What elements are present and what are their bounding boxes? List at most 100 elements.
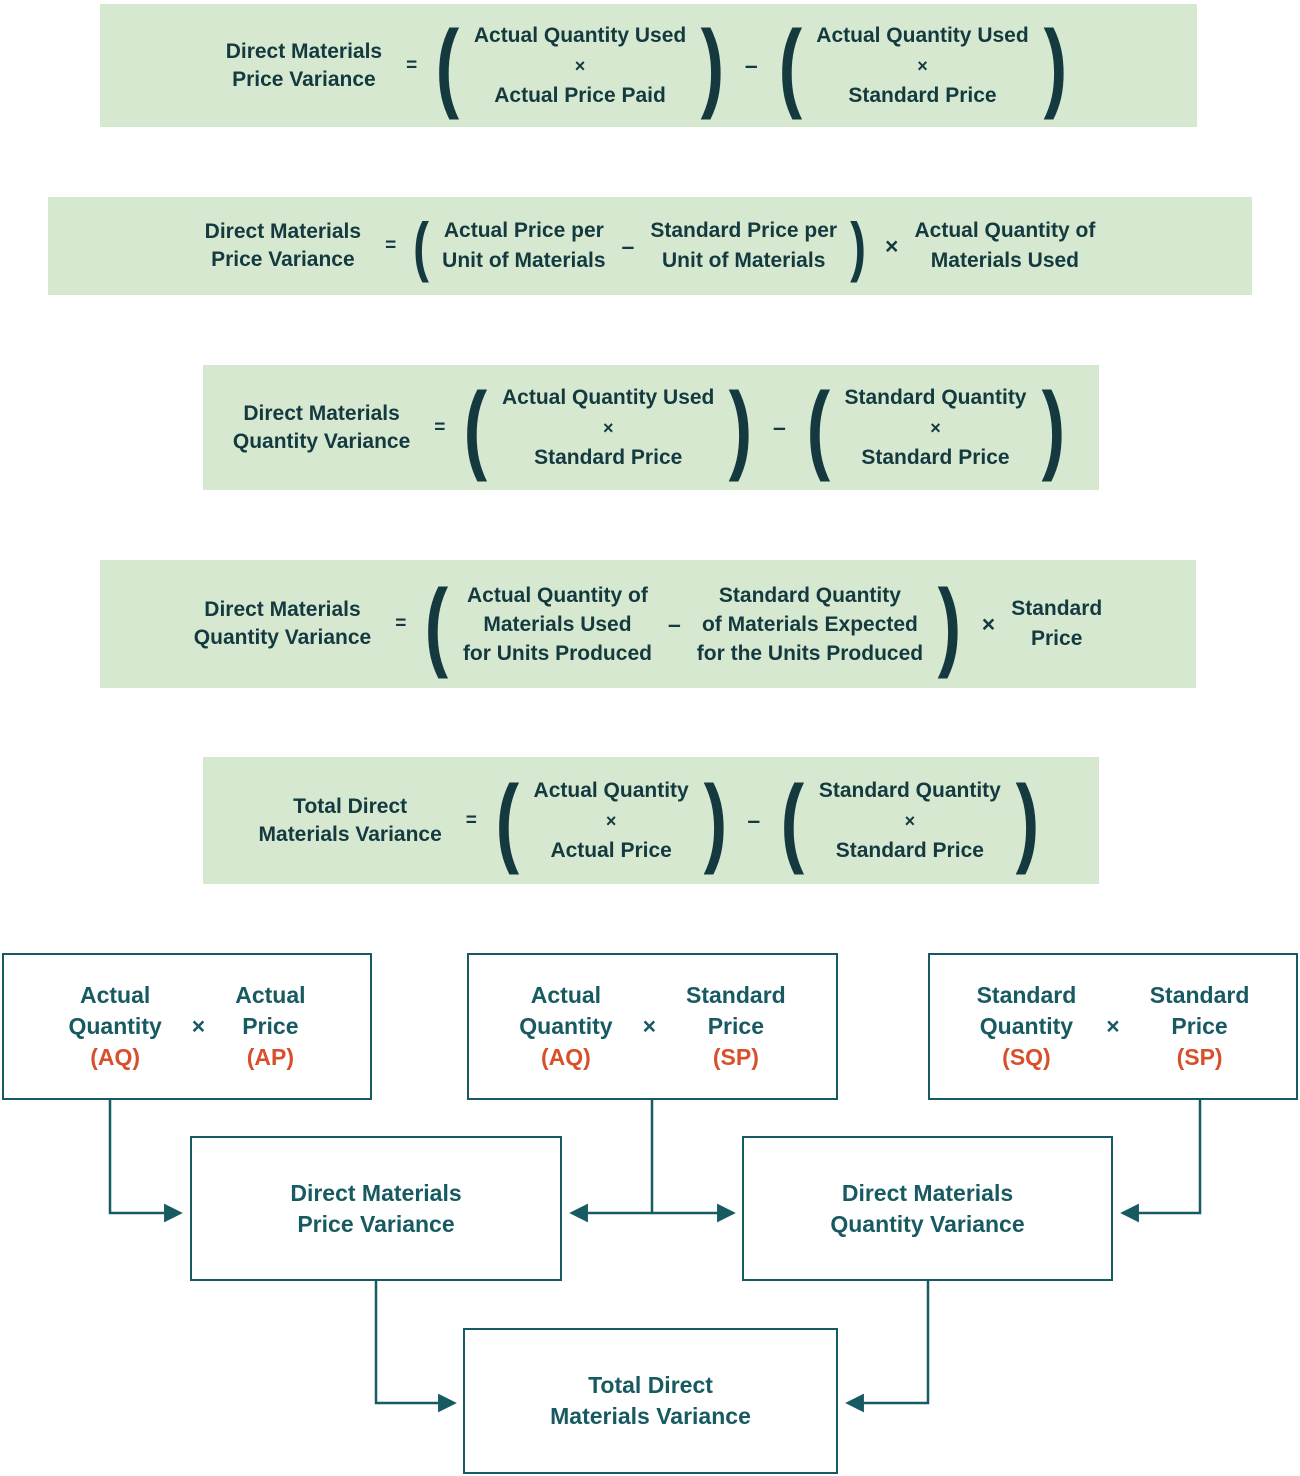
times-sign: × (917, 55, 928, 76)
close-paren: ) (1015, 765, 1039, 876)
box-label-line: Quantity Variance (830, 1210, 1025, 1237)
term-group: Standard Price (1011, 594, 1102, 654)
term-group: Standard Quantity of Materials Expected … (697, 581, 923, 668)
box-label-line: Materials Variance (550, 1403, 751, 1429)
flow-box-aq-ap: Actual Quantity (AQ) × Actual Price (AP) (2, 953, 372, 1100)
term-line: Standard Price (848, 83, 997, 107)
factor-line: Actual (530, 982, 602, 1008)
term-group: Standard Price per Unit of Materials (650, 216, 837, 276)
box-label-line: Price Variance (297, 1210, 455, 1237)
box-label: Total Direct Materials Variance (550, 1370, 751, 1432)
formula-quantity-variance-expected: Direct Materials Quantity Variance = ( A… (100, 560, 1196, 688)
term-group: Actual Quantity Used × Standard Price (502, 383, 714, 473)
minus-sign: – (747, 807, 761, 833)
factor-line: Price (707, 1013, 764, 1039)
term-group: Actual Quantity Used × Standard Price (816, 21, 1028, 111)
term-line: Materials Used (930, 249, 1080, 272)
factor-abbr: (AP) (246, 1044, 294, 1070)
box-label-line: Direct Materials (290, 1179, 462, 1206)
term-group: Standard Quantity × Standard Price (819, 776, 1001, 866)
term-line: for Units Produced (462, 641, 652, 665)
arrow-price-variance-to-total (374, 1281, 457, 1413)
formula-label: Direct Materials Price Variance (205, 218, 361, 274)
box-label-line: Direct Materials (841, 1179, 1014, 1206)
factor-right: Standard Price (SP) (1150, 980, 1250, 1073)
formula-label-line: Direct Materials (243, 401, 400, 425)
factor-line: Standard (1149, 982, 1250, 1008)
close-paren: ) (1041, 372, 1065, 483)
formula-label: Direct Materials Price Variance (226, 38, 382, 94)
term-group: Actual Quantity of Materials Used (914, 216, 1095, 276)
open-paren: ( (413, 208, 430, 283)
formula-label-line: Direct Materials (204, 598, 361, 621)
formula-label-line: Quantity Variance (193, 626, 372, 649)
times-sign: × (904, 810, 916, 831)
equals-sign: = (406, 54, 418, 76)
term-group: Actual Quantity Used × Actual Price Paid (474, 21, 686, 111)
box-label-line: Total Direct (588, 1372, 713, 1398)
factor-abbr: (SQ) (1002, 1044, 1051, 1070)
term-line: Price (1031, 627, 1083, 650)
term-line: Standard Price per (650, 219, 838, 242)
close-paren: ) (703, 765, 727, 876)
close-paren: ) (937, 568, 962, 679)
times-sign: × (605, 810, 617, 831)
flow-box-aq-sp: Actual Quantity (AQ) × Standard Price (S… (467, 953, 838, 1100)
open-paren: ( (778, 10, 802, 121)
formula-label-line: Price Variance (232, 67, 376, 91)
term-line: of Materials Expected (701, 612, 918, 636)
formula-label-line: Price Variance (211, 248, 355, 271)
term-line: Unit of Materials (662, 249, 826, 272)
minus-sign: – (744, 52, 758, 78)
factor-left: Actual Quantity (AQ) (68, 980, 161, 1073)
open-paren: ( (463, 372, 488, 483)
term-group: Actual Price per Unit of Materials (442, 216, 605, 276)
arrow-quantity-variance-to-total (845, 1281, 930, 1413)
arrow-sqsp-to-quantity-variance (1120, 1100, 1202, 1223)
term-line: Actual Price (550, 838, 672, 862)
factor-line: Standard (686, 982, 786, 1008)
times-sign: × (191, 1013, 206, 1039)
factor-line: Standard (976, 982, 1077, 1008)
flow-box-total-variance: Total Direct Materials Variance (463, 1328, 838, 1474)
formula-label: Direct Materials Quantity Variance (194, 596, 371, 652)
term-line: Standard Price (861, 445, 1010, 469)
factor-line: Quantity (68, 1013, 162, 1039)
times-sign: × (885, 232, 899, 259)
close-paren: ) (850, 208, 866, 283)
close-paren: ) (1043, 10, 1067, 121)
open-paren: ( (435, 10, 460, 121)
open-paren: ( (806, 372, 830, 483)
equals-sign: = (434, 416, 446, 438)
flow-box-price-variance: Direct Materials Price Variance (190, 1136, 562, 1281)
times-sign: × (602, 417, 614, 438)
term-group: Actual Quantity × Actual Price (534, 776, 689, 866)
formula-label-line: Direct Materials (204, 220, 362, 243)
term-line: for the Units Produced (696, 641, 924, 665)
factor-line: Actual (79, 982, 151, 1008)
formula-price-variance-expanded: Direct Materials Price Variance = ( Actu… (100, 4, 1197, 127)
formula-label-line: Total Direct (293, 794, 408, 818)
close-paren: ) (700, 10, 725, 121)
term-group: Standard Quantity × Standard Price (844, 383, 1026, 473)
arrow-aqsp-to-price-variance (569, 1100, 654, 1223)
formula-label: Total Direct Materials Variance (259, 793, 442, 849)
factor-abbr: (SP) (1176, 1044, 1223, 1070)
minus-sign: – (773, 414, 786, 440)
equals-sign: = (395, 613, 407, 634)
term-line: Standard Price (534, 445, 683, 469)
factor-line: Price (1171, 1013, 1228, 1039)
term-group: Actual Quantity of Materials Used for Un… (463, 581, 652, 668)
flow-box-quantity-variance: Direct Materials Quantity Variance (742, 1136, 1113, 1281)
factor-abbr: (AQ) (90, 1044, 141, 1070)
term-line: Standard (1011, 597, 1103, 620)
times-sign: × (574, 55, 586, 76)
term-line: Standard Price (835, 838, 984, 862)
flow-box-sq-sp: Standard Quantity (SQ) × Standard Price … (928, 953, 1298, 1100)
factor-line: Quantity (519, 1013, 613, 1039)
term-line: Materials Used (483, 612, 632, 636)
term-line: Actual Quantity Used (473, 23, 687, 47)
term-line: Actual Quantity of (467, 583, 648, 607)
minus-sign: – (667, 610, 681, 637)
